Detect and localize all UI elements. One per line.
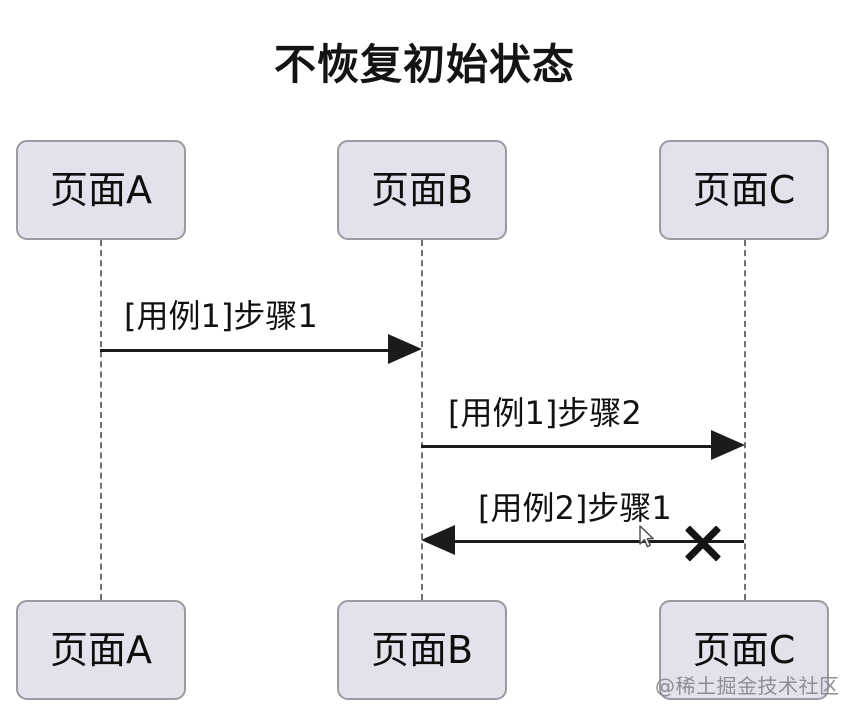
- diagram-title: 不恢复初始状态: [273, 40, 575, 89]
- mouse-pointer-icon: [639, 525, 655, 549]
- lifeline-page-a: [100, 240, 102, 600]
- watermark: @稀土掘金技术社区: [655, 674, 840, 698]
- participant-label-top-page-b: 页面B: [370, 168, 474, 212]
- message-arrowhead-right-icon-2: [711, 430, 745, 460]
- participant-label-bottom-page-b: 页面B: [370, 628, 474, 672]
- message-line-3: [427, 540, 744, 543]
- participant-box-top-page-c[interactable]: 页面C: [659, 140, 829, 240]
- failure-x-icon: [681, 521, 725, 565]
- lifeline-page-c: [744, 240, 746, 600]
- lifeline-page-b: [421, 240, 423, 600]
- message-label-2: [用例1]步骤2: [448, 394, 642, 432]
- message-line-1: [100, 349, 392, 352]
- participant-box-top-page-a[interactable]: 页面A: [16, 140, 186, 240]
- message-label-3: [用例2]步骤1: [478, 489, 672, 527]
- participant-label-top-page-a: 页面A: [50, 168, 152, 212]
- participant-box-bottom-page-c[interactable]: 页面C: [659, 600, 829, 700]
- participant-label-bottom-page-c: 页面C: [692, 628, 796, 672]
- message-arrowhead-right-icon-1: [388, 334, 422, 364]
- participant-label-top-page-c: 页面C: [692, 168, 796, 212]
- message-label-1: [用例1]步骤1: [124, 297, 318, 335]
- participant-label-bottom-page-a: 页面A: [50, 628, 152, 672]
- participant-box-bottom-page-b[interactable]: 页面B: [337, 600, 507, 700]
- message-line-2: [421, 445, 715, 448]
- message-arrowhead-left-icon-3: [421, 525, 455, 555]
- participant-box-bottom-page-a[interactable]: 页面A: [16, 600, 186, 700]
- participant-box-top-page-b[interactable]: 页面B: [337, 140, 507, 240]
